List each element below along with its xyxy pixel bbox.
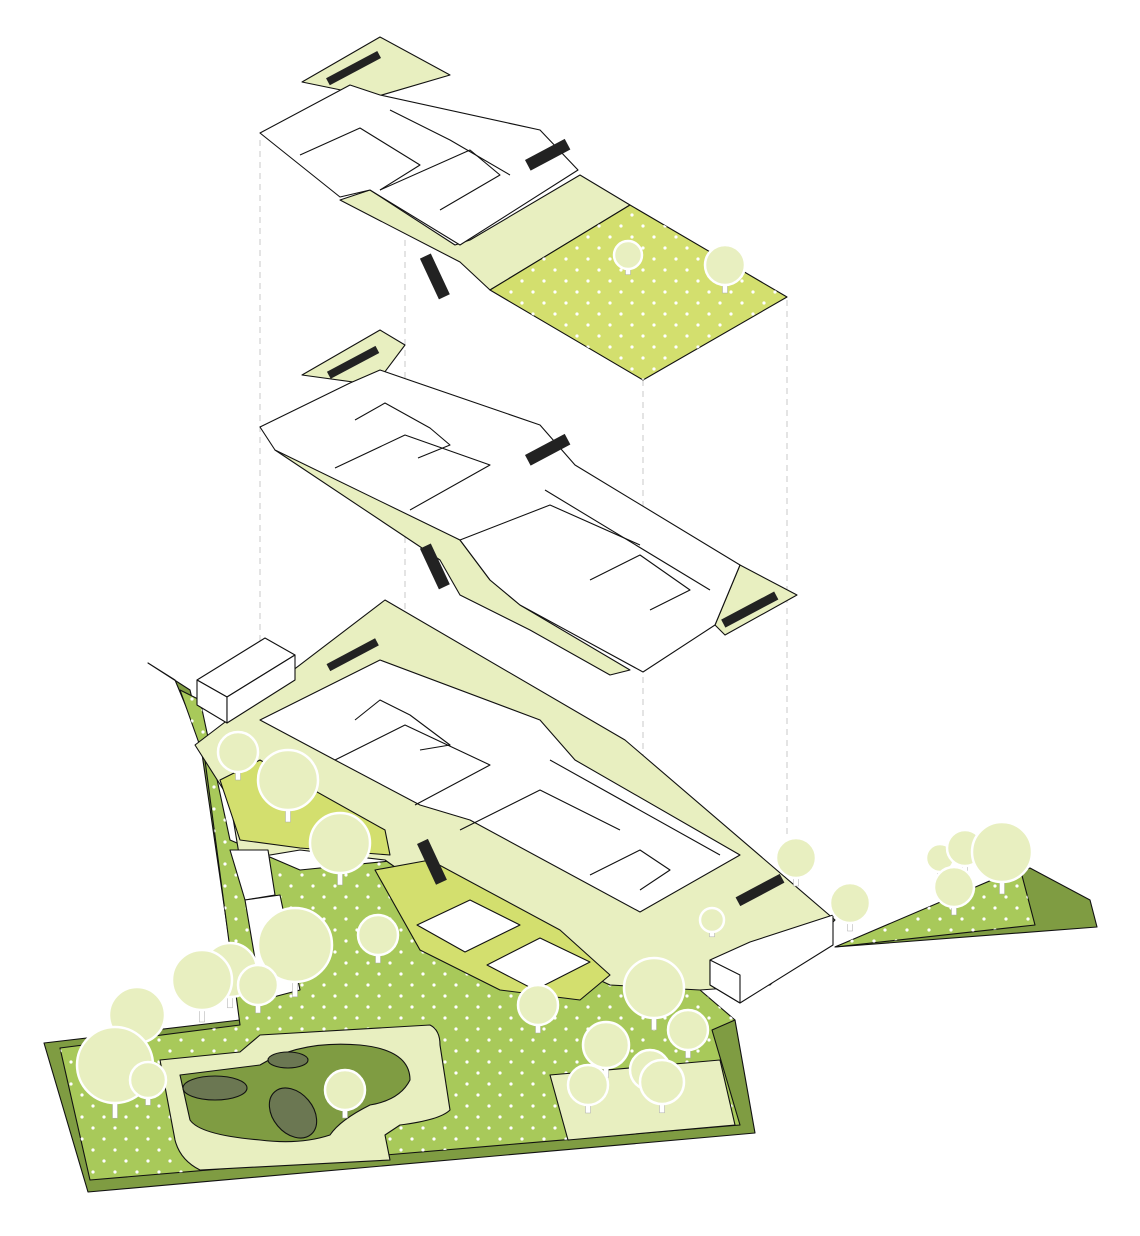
roof-stair (524, 138, 571, 171)
rock (268, 1087, 318, 1139)
tree-icon (638, 1058, 686, 1114)
tree-icon (256, 906, 334, 998)
tree-icon (970, 820, 1034, 895)
tree-icon (774, 836, 818, 887)
roof-stair (419, 253, 450, 300)
roof-level (259, 36, 788, 381)
rock (267, 1051, 309, 1069)
rock (182, 1075, 248, 1101)
tree-icon (581, 1020, 631, 1078)
tree-icon (323, 1068, 367, 1119)
upper-stair (419, 543, 450, 590)
tree-icon (622, 956, 686, 1031)
upper-stair (326, 345, 380, 379)
tree-icon (612, 239, 644, 275)
skylight (416, 899, 521, 953)
roof-stair (326, 50, 382, 86)
upper-stair (721, 591, 779, 628)
tree-icon (932, 865, 976, 916)
ground-stair (417, 838, 447, 885)
trees (75, 239, 1034, 1119)
tree-icon (516, 983, 560, 1034)
tree-icon (566, 1063, 610, 1114)
roof-terrace (339, 174, 631, 291)
tree-icon (216, 730, 260, 781)
tree-icon (356, 913, 400, 964)
tree-icon (170, 948, 234, 1023)
tree-icon (698, 906, 726, 938)
upper-floor-level (259, 329, 798, 676)
tree-icon (256, 748, 320, 823)
ground-stair (326, 638, 379, 672)
ground-building (259, 659, 741, 913)
tree-icon (128, 1060, 168, 1106)
tree-icon (236, 963, 280, 1014)
tree-icon (666, 1008, 710, 1059)
tree-icon (308, 811, 372, 886)
roof-strip (301, 36, 451, 98)
ground-level-site (43, 599, 1098, 1193)
upper-building (259, 369, 741, 673)
skylight (486, 937, 591, 991)
tree-icon (703, 243, 747, 294)
tree-icon (828, 881, 872, 932)
ground-stair (735, 873, 785, 907)
upper-stair (524, 433, 571, 466)
